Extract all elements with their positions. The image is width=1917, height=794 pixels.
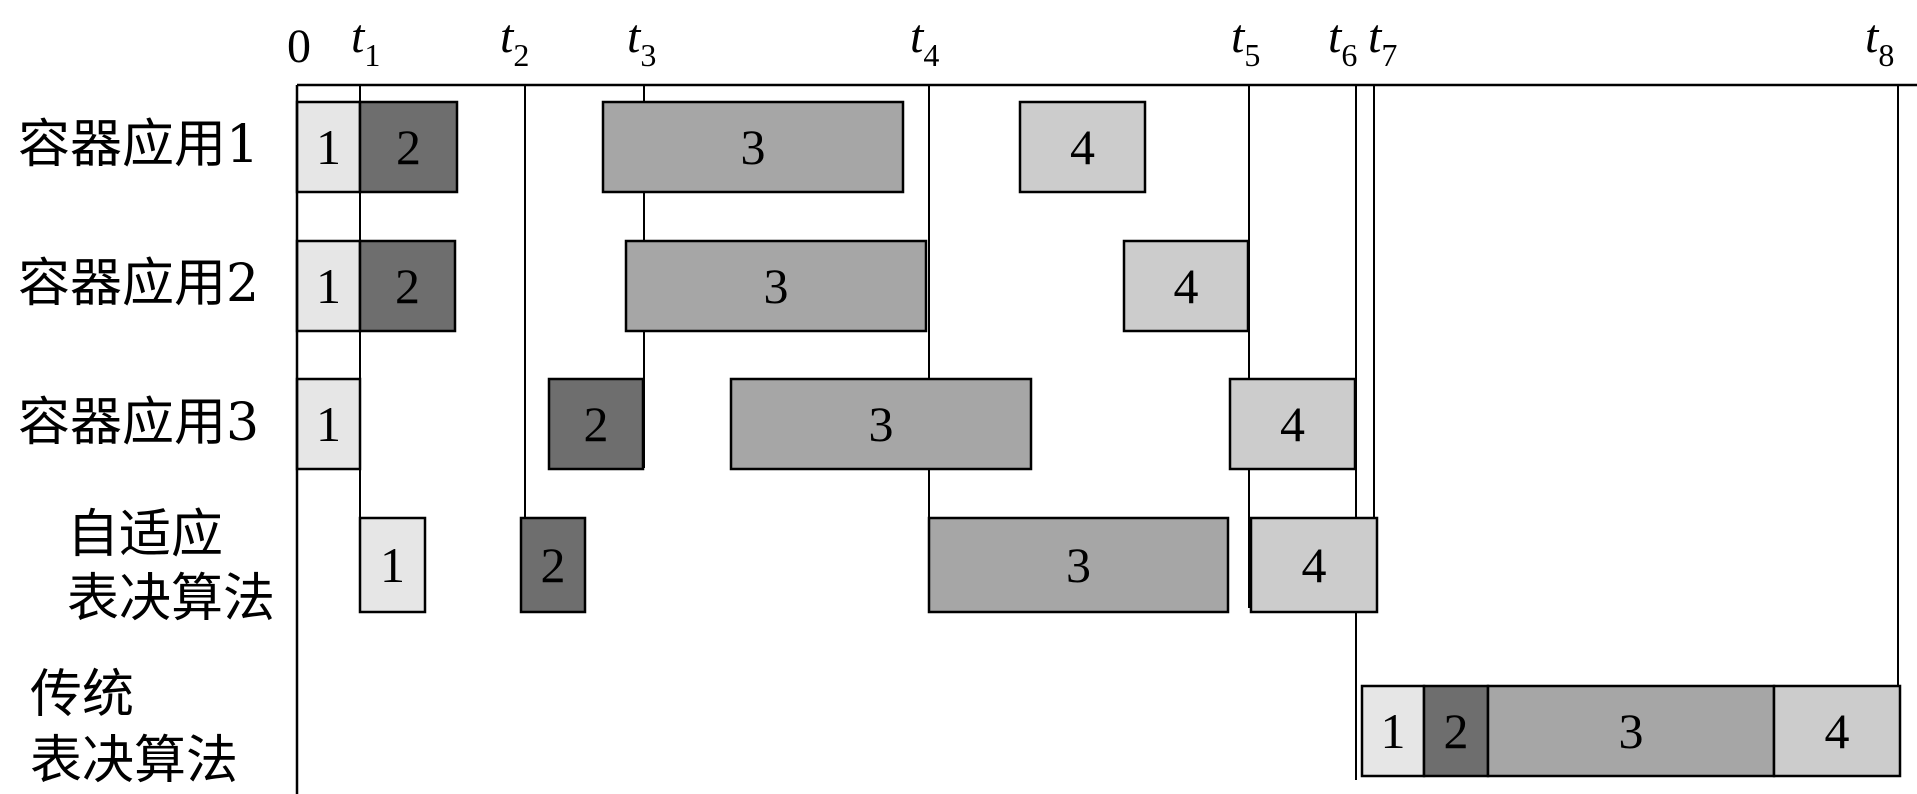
- task-block-rect: [358, 239, 457, 333]
- tick-label-t8: t8: [1865, 10, 1894, 73]
- tick-label-t4: t4: [910, 10, 939, 73]
- tick-label-t3: t3: [627, 10, 656, 73]
- task-block: 3: [729, 377, 1033, 471]
- tick-label-subscript: 2: [513, 37, 529, 73]
- row-label: 传统: [30, 665, 134, 725]
- task-block: 1: [295, 377, 362, 471]
- task-block-rect: [1122, 239, 1250, 333]
- task-block: 4: [1772, 684, 1902, 778]
- task-block-rect: [601, 100, 905, 194]
- task-block-rect: [624, 239, 928, 333]
- task-block-label: 4: [1302, 537, 1327, 593]
- row-label: 自适应: [67, 505, 223, 565]
- tick-label-t1: t1: [351, 10, 380, 73]
- task-block-rect: [358, 516, 427, 614]
- tick-label-t7: t7: [1368, 10, 1397, 73]
- tick-label-t2: t2: [500, 10, 529, 73]
- task-block-rect: [358, 100, 459, 194]
- tick-label-base: t: [910, 10, 925, 63]
- task-block: 4: [1228, 377, 1357, 471]
- task-block-rect: [1018, 100, 1147, 194]
- task-block-label: 2: [1444, 703, 1469, 759]
- task-block-rect: [927, 516, 1230, 614]
- task-block-label: 3: [1066, 537, 1091, 593]
- tick-label-base: t: [351, 10, 366, 63]
- task-block-label: 3: [741, 119, 766, 175]
- tick-label-subscript: 1: [364, 37, 380, 73]
- task-block: 2: [1422, 684, 1490, 778]
- task-block-rect: [1772, 684, 1902, 778]
- task-block-rect: [1249, 516, 1379, 614]
- task-block-label: 2: [396, 119, 421, 175]
- tick-label-base: t: [500, 10, 515, 63]
- tick-label-subscript: 8: [1878, 37, 1894, 73]
- task-block-label: 4: [1280, 396, 1305, 452]
- task-block: 3: [624, 239, 928, 333]
- row-label: 表决算法: [67, 569, 275, 629]
- tick-label-subscript: 6: [1341, 37, 1357, 73]
- task-block-label: 1: [380, 537, 405, 593]
- task-block: 3: [1486, 684, 1776, 778]
- task-block: 4: [1018, 100, 1147, 194]
- task-block: 1: [1360, 684, 1426, 778]
- task-block-label: 1: [1381, 703, 1406, 759]
- task-block: 3: [927, 516, 1230, 614]
- task-block-label: 3: [1619, 703, 1644, 759]
- tick-label-base: t: [1231, 10, 1246, 63]
- task-block-label: 4: [1174, 258, 1199, 314]
- task-block: 1: [295, 239, 362, 333]
- task-block-label: 1: [316, 396, 341, 452]
- task-block-rect: [547, 377, 645, 471]
- task-block: 2: [358, 100, 459, 194]
- task-block-rect: [1360, 684, 1426, 778]
- tick-label-base: t: [1368, 10, 1383, 63]
- task-block-rect: [1422, 684, 1490, 778]
- tick-label-base: t: [1865, 10, 1880, 63]
- tick-label-t6: t6: [1328, 10, 1357, 73]
- task-block-rect: [1228, 377, 1357, 471]
- task-block-rect: [1486, 684, 1776, 778]
- task-block-label: 4: [1070, 119, 1095, 175]
- axes: [295, 83, 1917, 794]
- task-block-label: 2: [584, 396, 609, 452]
- row-label: 容器应用1: [18, 115, 259, 175]
- task-block: 2: [358, 239, 457, 333]
- tick-label-base: t: [627, 10, 642, 63]
- task-block-rect: [729, 377, 1033, 471]
- task-block: 1: [358, 516, 427, 614]
- tick-label-subscript: 7: [1381, 37, 1397, 73]
- task-block: 4: [1122, 239, 1250, 333]
- task-block-label: 4: [1825, 703, 1850, 759]
- task-block-label: 1: [316, 119, 341, 175]
- task-block-label: 2: [395, 258, 420, 314]
- tick-label-base: t: [1328, 10, 1343, 63]
- tick-label-subscript: 5: [1244, 37, 1260, 73]
- task-block: 2: [547, 377, 645, 471]
- tick-label-subscript: 4: [923, 37, 939, 73]
- task-block-label: 2: [541, 537, 566, 593]
- task-block-rect: [519, 516, 587, 614]
- row-label: 表决算法: [30, 731, 238, 791]
- tick-label-origin: 0: [287, 20, 311, 73]
- tick-label-subscript: 3: [640, 37, 656, 73]
- tick-label-t5: t5: [1231, 10, 1260, 73]
- task-block-rect: [295, 377, 362, 471]
- task-block-label: 3: [764, 258, 789, 314]
- row-label: 容器应用3: [18, 393, 259, 453]
- task-block: 1: [295, 100, 362, 194]
- task-block: 4: [1249, 516, 1379, 614]
- task-block-label: 1: [316, 258, 341, 314]
- row-label: 容器应用2: [18, 254, 259, 314]
- task-block: 2: [519, 516, 587, 614]
- task-block-label: 3: [869, 396, 894, 452]
- task-block: 3: [601, 100, 905, 194]
